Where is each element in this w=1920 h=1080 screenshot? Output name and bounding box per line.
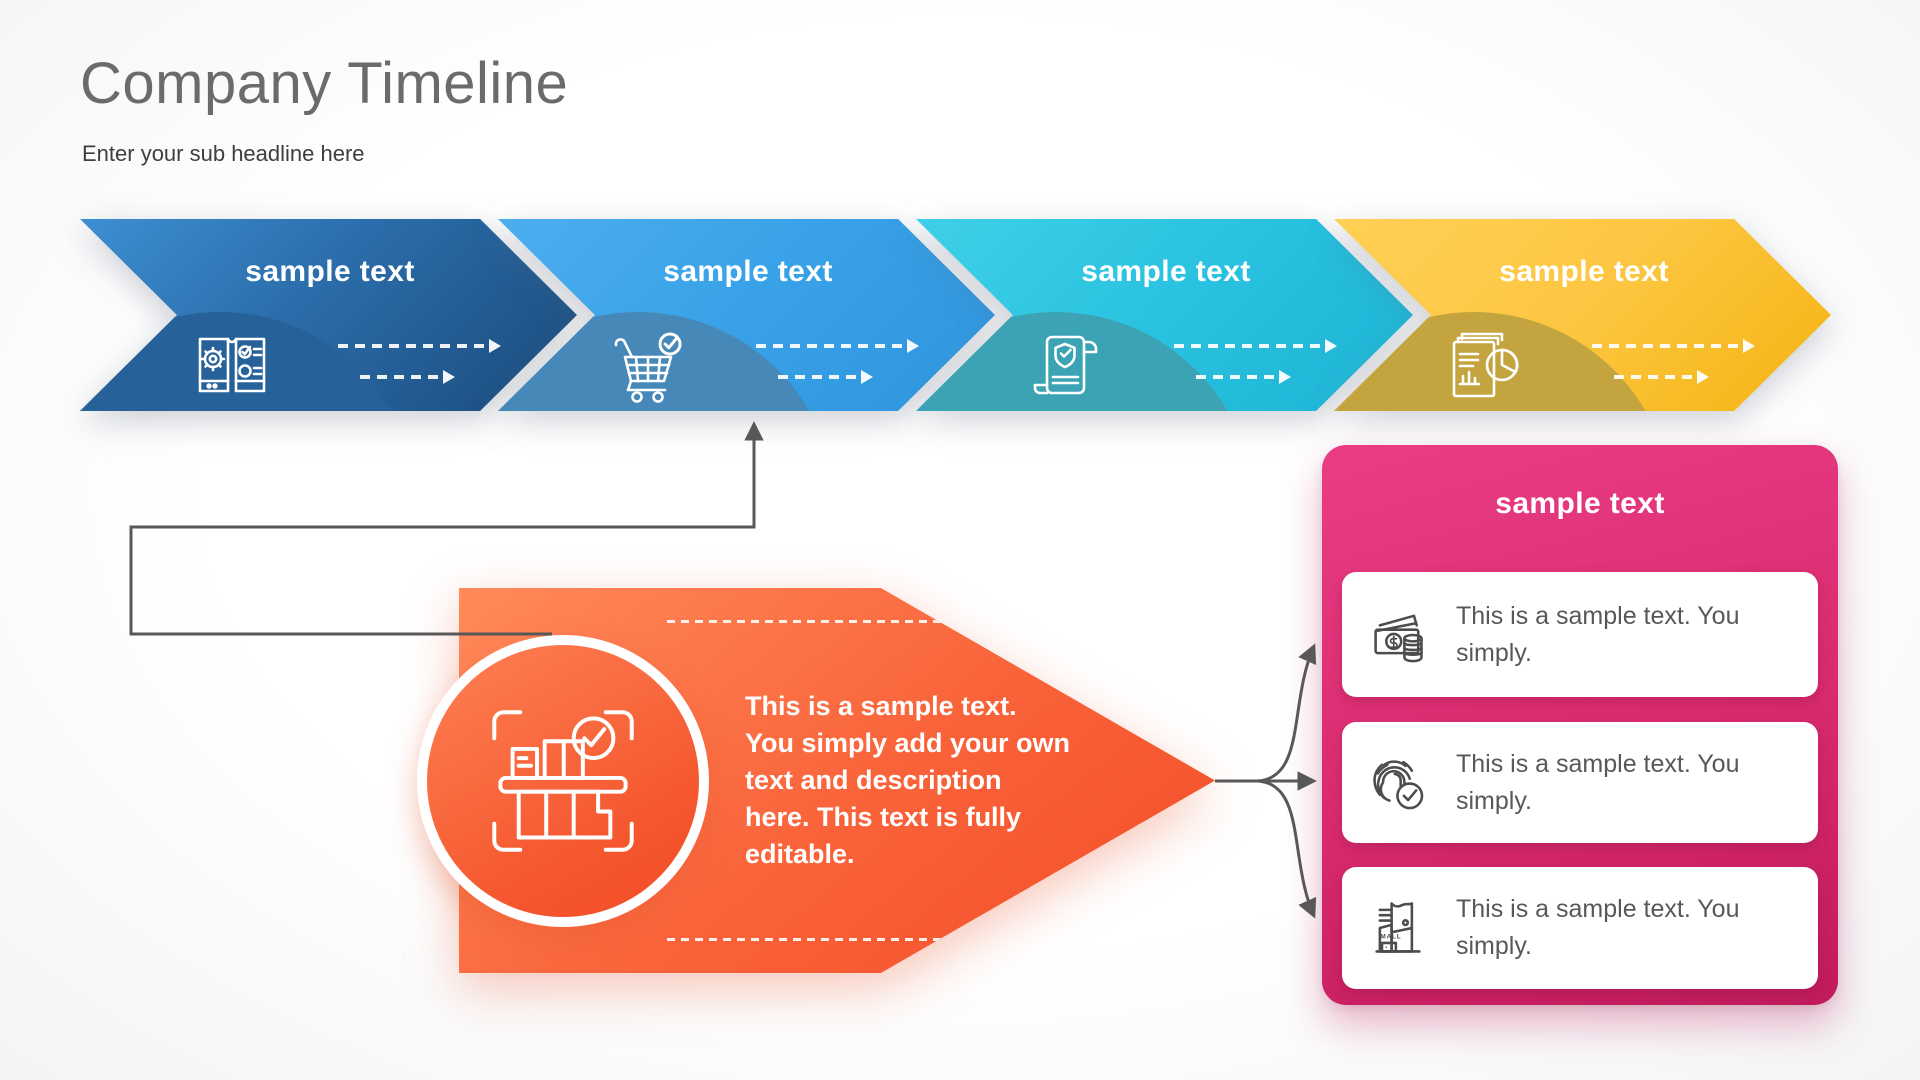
mall-building-icon: MALL (1366, 896, 1430, 960)
fan-connector-top (1257, 643, 1317, 783)
timeline-step-4-shape: sample text (1334, 219, 1831, 411)
timeline-step-3: sample text (916, 219, 1413, 411)
timeline-step-4-label: sample text (1499, 255, 1669, 288)
detail-card-3: MALL This is a sample text. You simply. (1342, 867, 1818, 989)
detail-card-2-text: This is a sample text. You simply. (1456, 749, 1740, 815)
detail-card-1-text: This is a sample text. You simply. (1456, 601, 1740, 667)
dashed-arrow-icon (1174, 339, 1337, 353)
detail-card-2: This is a sample text. You simply. (1342, 722, 1818, 843)
page-title: Company Timeline (80, 51, 569, 116)
fingerprint-check-icon (1366, 751, 1430, 815)
certificate-scroll-icon (1020, 329, 1116, 407)
dashed-arrow-icon (778, 370, 873, 384)
page-subtitle: Enter your sub headline here (82, 141, 365, 166)
timeline-step-3-label: sample text (1081, 255, 1251, 288)
dashed-arrow-icon (360, 370, 455, 384)
money-cash-icon (1366, 603, 1430, 667)
book-gear-checklist-icon (184, 329, 280, 407)
svg-text:MALL: MALL (1380, 934, 1401, 941)
detail-panel: sample text This is a sample text. You s… (1322, 445, 1838, 1005)
dashed-arrow-icon (667, 616, 1008, 626)
timeline-step-1-label: sample text (245, 255, 415, 288)
dashed-arrow-icon (1592, 339, 1755, 353)
detail-card-1: This is a sample text. You simply. (1342, 572, 1818, 697)
timeline-step-3-shape: sample text (916, 219, 1413, 411)
dashed-arrow-icon (1614, 370, 1709, 384)
timeline-step-1: sample text (80, 219, 577, 411)
dashed-arrow-icon (1196, 370, 1291, 384)
dashed-arrow-icon (756, 339, 919, 353)
package-scan-icon (492, 710, 634, 852)
dashed-arrow-icon (338, 339, 501, 353)
timeline-step-2-label: sample text (663, 255, 833, 288)
detail-panel-title: sample text (1495, 487, 1665, 520)
timeline-step-2: sample text (498, 219, 995, 411)
fan-connector-bottom (1257, 779, 1317, 919)
shopping-cart-check-icon (602, 329, 698, 407)
feature-circle-badge (417, 635, 709, 927)
feature-description: This is a sample text. You simply add yo… (745, 691, 1071, 869)
timeline-step-4: sample text (1334, 219, 1831, 411)
report-pie-chart-icon (1438, 329, 1534, 407)
detail-card-3-text: This is a sample text. You simply. (1456, 895, 1740, 960)
dashed-arrow-icon (667, 934, 1008, 944)
